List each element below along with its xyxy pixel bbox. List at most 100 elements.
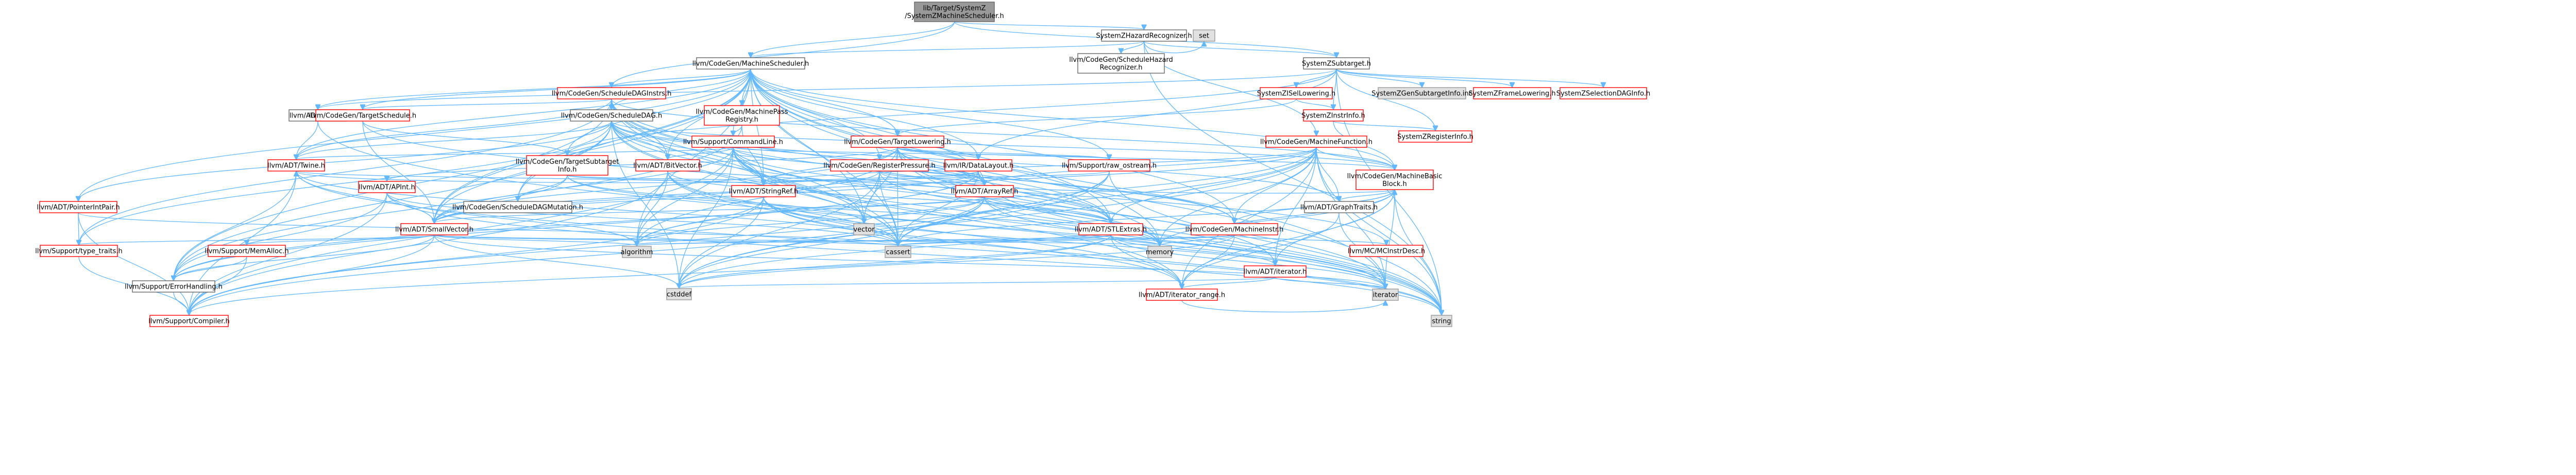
- edge-n10-to-n33: [434, 121, 612, 223]
- node-llvm-adt-stringref-h[interactable]: llvm/ADT/StringRef.h: [729, 185, 798, 197]
- node-box: [1260, 87, 1333, 99]
- node-llvm-support-compiler-h[interactable]: llvm/Support/Compiler.h: [148, 315, 230, 327]
- node-iterator: iterator: [1372, 289, 1399, 301]
- node-llvm-adt-iterator-range-h[interactable]: llvm/ADT/iterator_range.h: [1139, 289, 1225, 301]
- node-box: [704, 105, 780, 126]
- node-lib-target-systemz-systemzmachinescheduler-h[interactable]: lib/Target/SystemZ/SystemZMachineSchedul…: [905, 2, 1004, 22]
- edge-n43-to-n46: [1182, 277, 1276, 289]
- node-box: [557, 87, 666, 99]
- node-box: [315, 109, 410, 122]
- node-llvm-adt-graphtraits-h[interactable]: llvm/ADT/GraphTraits.h: [1300, 201, 1378, 213]
- edge-n19-to-n47: [1316, 147, 1385, 289]
- node-llvm-codegen-scheduledagmutation-h[interactable]: llvm/CodeGen/ScheduleDAGMutation.h: [452, 201, 583, 213]
- node-llvm-support-errorhandling-h[interactable]: llvm/Support/ErrorHandling.h: [125, 280, 223, 293]
- node-llvm-codegen-machinescheduler-h[interactable]: llvm/CodeGen/MachineScheduler.h: [692, 57, 809, 70]
- node-systemzsubtarget-h[interactable]: SystemZSubtarget.h: [1302, 57, 1371, 70]
- node-llvm-codegen-machinefunction-h[interactable]: llvm/CodeGen/MachineFunction.h: [1260, 135, 1372, 148]
- edge-n9-to-n33: [362, 121, 434, 223]
- node-llvm-support-type-traits-h[interactable]: llvm/Support/type_traits.h: [35, 245, 123, 257]
- node-llvm-codegen-registerpressure-h[interactable]: llvm/CodeGen/RegisterPressure.h: [823, 159, 936, 172]
- edge-n23-to-n41: [879, 171, 1160, 246]
- node-label: llvm/ADT/STLExtras.h: [1075, 226, 1147, 234]
- node-label: llvm/Support/MemAlloc.h: [205, 248, 289, 256]
- edge-n36-to-n39: [637, 234, 1235, 246]
- edge-n26-to-n40: [898, 189, 1395, 246]
- node-box: [635, 159, 700, 172]
- edge-n24-to-n49: [978, 171, 1442, 315]
- edge-n33-to-n47: [434, 234, 1385, 289]
- edge-n8-to-n49: [317, 121, 1442, 315]
- node-llvm-adt-stlextras-h[interactable]: llvm/ADT/STLExtras.h: [1075, 223, 1147, 235]
- node-box: [149, 315, 229, 327]
- edge-n30-to-n41: [984, 196, 1160, 246]
- node-systemzframelowering-h[interactable]: SystemZFrameLowering.h: [1468, 87, 1556, 99]
- edge-n19-to-n49: [1316, 147, 1442, 315]
- node-box: [1147, 246, 1172, 258]
- edge-n30-to-n33: [434, 196, 985, 223]
- edge-n19-to-n41: [1160, 147, 1317, 246]
- node-llvm-support-commandline-h[interactable]: llvm/Support/CommandLine.h: [683, 135, 783, 148]
- node-systemzisellowering-h[interactable]: SystemZISelLowering.h: [1257, 87, 1336, 99]
- edge-n32-to-n48: [78, 212, 189, 315]
- node-vector: vector: [853, 223, 875, 235]
- edge-n9-to-n21: [362, 121, 567, 155]
- node-llvm-adt-arrayref-h[interactable]: llvm/ADT/ArrayRef.h: [951, 185, 1019, 197]
- node-box: [1068, 159, 1150, 172]
- node-set: set: [1193, 29, 1215, 42]
- edge-n20-to-n44: [174, 171, 297, 280]
- edge-n36-to-n46: [1182, 234, 1235, 289]
- node-systemzregisterinfo-h[interactable]: SystemZRegisterInfo.h: [1397, 130, 1473, 143]
- node-llvm-adt-iterator-h[interactable]: llvm/ADT/iterator.h: [1244, 265, 1307, 278]
- node-llvm-adt-twine-h[interactable]: llvm/ADT/Twine.h: [267, 159, 325, 172]
- node-llvm-support-memalloc-h[interactable]: llvm/Support/MemAlloc.h: [205, 245, 289, 257]
- edge-n18-to-n49: [897, 147, 1442, 315]
- node-box: [830, 159, 929, 172]
- edge-n33-to-n40: [434, 234, 898, 246]
- node-llvm-ir-datalayout-h[interactable]: llvm/IR/DataLayout.h: [943, 159, 1014, 172]
- node-llvm-adt-smallvector-h[interactable]: llvm/ADT/SmallVector.h: [395, 223, 473, 235]
- edge-n26-to-n43: [1275, 189, 1395, 265]
- node-box: [1304, 201, 1374, 213]
- edge-n10-to-n37: [79, 121, 612, 245]
- node-memory: memory: [1146, 246, 1174, 258]
- node-llvm-support-raw-ostream-h[interactable]: llvm/Support/raw_ostream.h: [1062, 159, 1157, 172]
- node-llvm-adt-apint-h[interactable]: llvm/ADT/APInt.h: [358, 181, 416, 193]
- edge-n35-to-n43: [1110, 234, 1275, 265]
- edge-n19-to-n43: [1275, 147, 1317, 265]
- node-box: [1560, 87, 1647, 99]
- node-llvm-adt-pointerintpair-h[interactable]: llvm/ADT/PointerIntPair.h: [37, 201, 120, 213]
- node-systemzselectiondaginfo-h[interactable]: SystemZSelectionDAGInfo.h: [1556, 87, 1651, 99]
- node-llvm-adt-bitvector-h[interactable]: llvm/ADT/BitVector.h: [633, 159, 702, 172]
- node-label: llvm/CodeGen/TargetSubtarget: [516, 158, 619, 166]
- node-llvm-codegen-scheduledaginstrs-h[interactable]: llvm/CodeGen/ScheduleDAGInstrs.h: [552, 87, 672, 99]
- node-llvm-mc-mcinstrdesc-h[interactable]: llvm/MC/MCInstrDesc.h: [1348, 245, 1426, 257]
- edge-n43-to-n45: [679, 277, 1276, 288]
- node-label: cassert: [886, 249, 910, 257]
- edge-n25-to-n29: [764, 171, 1110, 185]
- node-llvm-codegen-targetschedule-h[interactable]: llvm/CodeGen/TargetSchedule.h: [309, 109, 416, 122]
- node-box: [267, 159, 325, 172]
- nodes-layer: lib/Target/SystemZ/SystemZMachineSchedul…: [35, 2, 1650, 327]
- node-cassert: cassert: [885, 246, 911, 258]
- node-llvm-codegen-targetlowering-h[interactable]: llvm/CodeGen/TargetLowering.h: [844, 135, 951, 148]
- node-systemzhazardrecognizer-h[interactable]: SystemZHazardRecognizer.h: [1096, 29, 1192, 42]
- node-llvm-codegen-machineinstr-h[interactable]: llvm/CodeGen/MachineInstr.h: [1185, 223, 1284, 235]
- edge-n3-to-n6: [612, 69, 751, 87]
- node-llvm-codegen-scheduledag-h[interactable]: llvm/CodeGen/ScheduleDAG.h: [561, 109, 663, 122]
- edge-n46-to-n47: [1181, 300, 1385, 313]
- edge-n1-to-n4: [1121, 41, 1145, 53]
- edge-n0-to-n1: [954, 21, 1144, 29]
- edge-n19-to-n35: [1111, 147, 1317, 223]
- node-label: cstddef: [667, 291, 692, 299]
- edge-n29-to-n49: [763, 196, 1442, 315]
- edge-n22-to-n35: [667, 171, 1111, 223]
- edge-n27-to-n48: [189, 192, 387, 315]
- node-box: [851, 135, 944, 148]
- node-box: [358, 181, 416, 193]
- node-label: llvm/CodeGen/MachineFunction.h: [1260, 139, 1372, 146]
- node-systemzinstrinfo-h[interactable]: SystemZInstrInfo.h: [1301, 109, 1365, 122]
